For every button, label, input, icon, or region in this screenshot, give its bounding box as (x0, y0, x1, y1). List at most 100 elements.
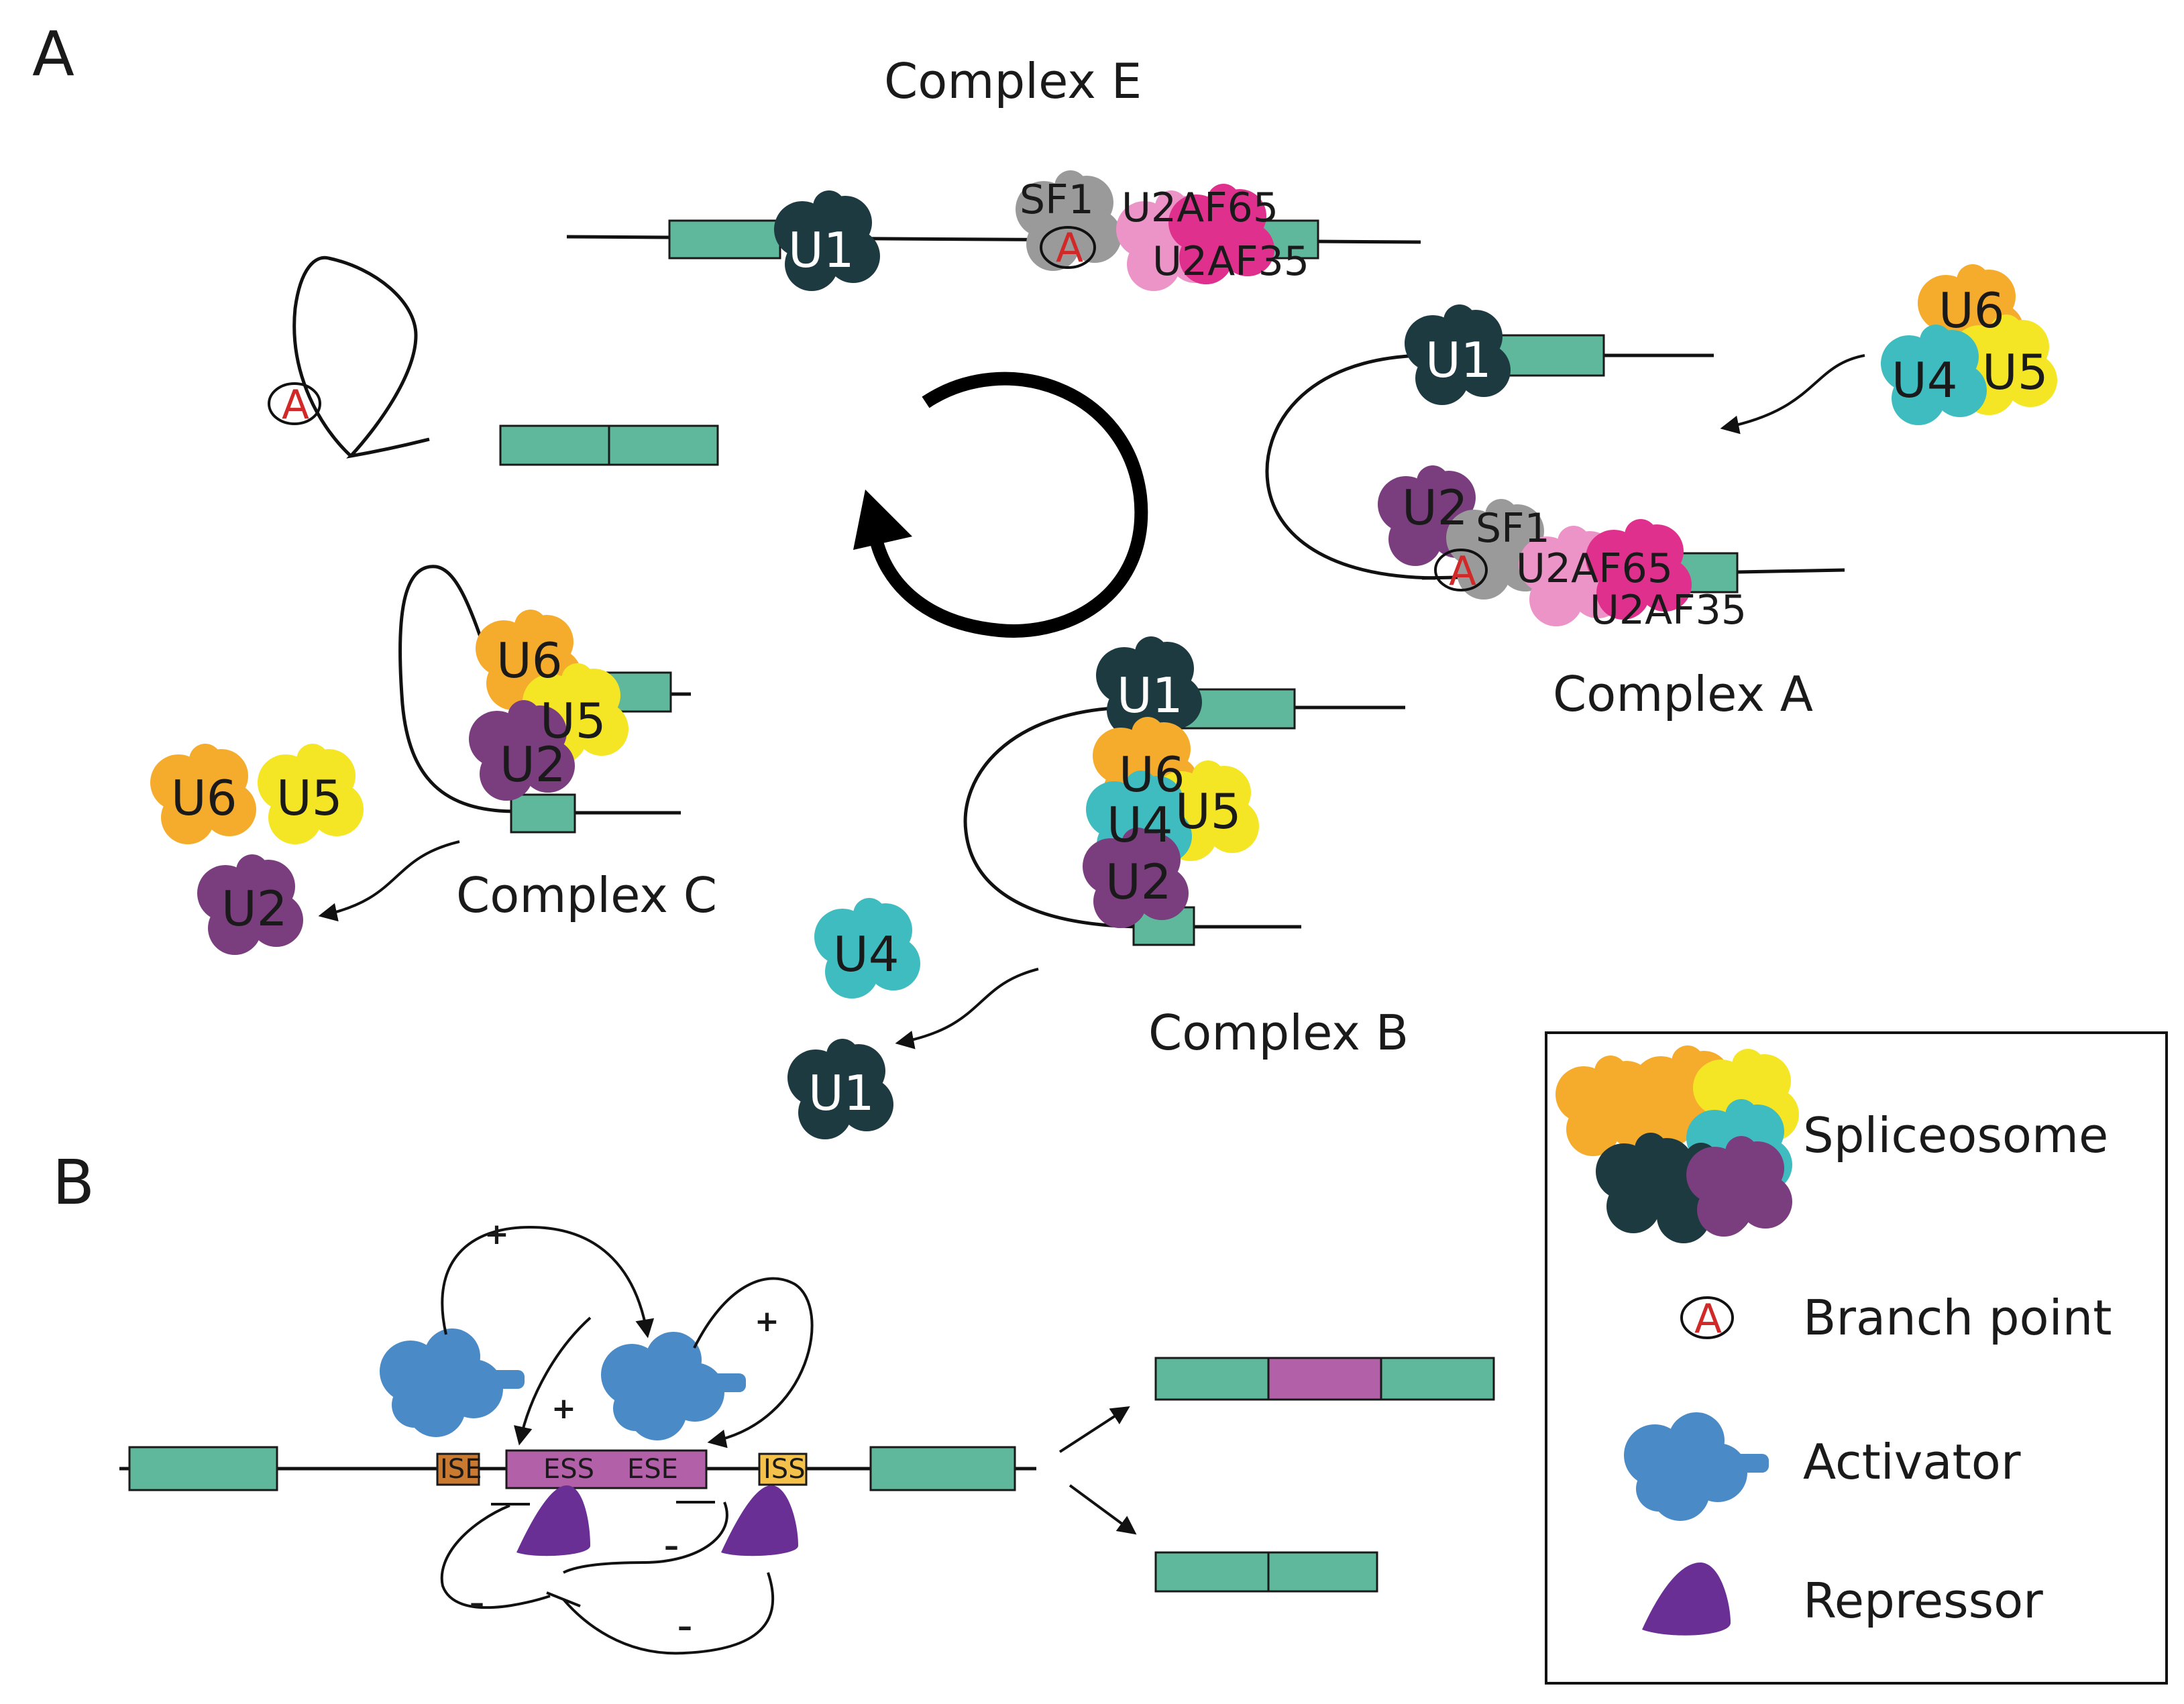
u2-a-label: U2 (1402, 479, 1468, 536)
legend-branch-label: Branch point (1803, 1290, 2112, 1346)
sf1-a-label: SF1 (1476, 505, 1550, 552)
legend-spliceosome-label: Spliceosome (1803, 1107, 2108, 1163)
lariat-intron (292, 255, 430, 459)
released-u4-u1: U4 U1 (787, 898, 1039, 1139)
cycle-arrowhead (853, 490, 912, 550)
release-arrow-c (318, 840, 460, 922)
complex-e-label: Complex E (884, 53, 1142, 109)
minus-sign-2: – (664, 1529, 679, 1563)
lariat-product: A (268, 255, 719, 466)
activation-arrow-3 (693, 1277, 814, 1449)
complex-b: U1 U6 U4 U5 U2 Complex B (963, 636, 1409, 1061)
ess-label: ESS (543, 1454, 594, 1485)
complex-e: Complex E U1 A SF1 U2AF65 U2AF35 (566, 53, 1421, 291)
released-u6-u5-u2: U6 U5 U2 (150, 744, 460, 955)
u1-a-label: U1 (1425, 332, 1492, 388)
branch-a-a: A (1449, 548, 1476, 595)
tri-arrow (1720, 354, 1865, 435)
legend-repressor-icon (1642, 1563, 1731, 1636)
spliced-exon-1 (499, 424, 610, 466)
cycle-arc (869, 372, 1148, 638)
branch-a-ring (1434, 549, 1488, 591)
u4-tri-label: U4 (1892, 352, 1958, 408)
u6-free-label: U6 (171, 770, 237, 826)
u5-c-label: U5 (540, 693, 606, 749)
inclusion-exon-1 (1154, 1357, 1270, 1401)
activation-arrow-2 (514, 1316, 592, 1446)
panel-label-a: A (32, 18, 74, 90)
cycle-arrow (853, 372, 1148, 638)
branch-lariat-a: A (282, 382, 309, 429)
legend-branch-a: A (1694, 1296, 1722, 1343)
plus-sign-2: + (551, 1391, 576, 1426)
complex-a-label: Complex A (1553, 666, 1813, 722)
legend-branch-ring (1680, 1296, 1734, 1339)
outcome-arrow-skipping (1069, 1484, 1137, 1535)
complex-c: U6 U5 U2 Complex C (398, 565, 717, 923)
minus-sign-1: – (470, 1586, 484, 1620)
skipping-exon-2 (1267, 1551, 1378, 1593)
u4-b-label: U4 (1107, 797, 1173, 853)
exon-reg-left (128, 1446, 278, 1491)
plus-sign-3: + (755, 1304, 779, 1339)
u1-b-label: U1 (1117, 667, 1183, 724)
inhibition-3 (562, 1572, 775, 1655)
exon-e-left (668, 219, 781, 260)
branch-lariat-ring (268, 382, 321, 425)
u6-b-label: U6 (1119, 746, 1185, 803)
u2-c-label: U2 (500, 736, 566, 793)
panel-label-b: B (52, 1147, 95, 1218)
ese-label: ESE (627, 1454, 678, 1485)
plus-sign-1: + (484, 1217, 509, 1251)
activation-arrow-1 (441, 1225, 655, 1339)
u6-tri-label: U6 (1939, 282, 2005, 339)
u1-e-label: U1 (788, 222, 855, 278)
u2af65-a-label: U2AF65 (1516, 545, 1673, 592)
u2-free-label: U2 (221, 881, 288, 937)
branch-e-ring (1040, 226, 1096, 269)
complex-b-label: Complex B (1148, 1005, 1409, 1061)
u1-free-label: U1 (808, 1065, 875, 1121)
regulation-diagram: ISE ESS ESE ISS + + + – – – (119, 1217, 1495, 1655)
activator-1-shape (380, 1328, 525, 1437)
u2af35-a-label: U2AF35 (1590, 587, 1747, 634)
repressor-1-shape (516, 1485, 590, 1556)
legend: Spliceosome A Branch point Activator Rep… (1545, 1031, 2168, 1685)
u2-b-label: U2 (1105, 854, 1172, 910)
complex-c-label: Complex C (456, 867, 717, 923)
u2af65-e-label: U2AF65 (1122, 184, 1278, 231)
u5-free-label: U5 (276, 770, 343, 826)
sf1-e-label: SF1 (1020, 176, 1094, 223)
exon-a-top (1492, 334, 1605, 377)
complex-a: U1 A U2 SF1 U2AF65 U2AF35 Complex A (1265, 304, 1845, 722)
ise-box (436, 1453, 480, 1486)
pre-mrna-a-loop (1265, 353, 1436, 580)
repressor-2-shape (721, 1485, 798, 1556)
inhibition-2 (563, 1501, 728, 1574)
release-arrow-b (895, 968, 1039, 1049)
iss-label: ISS (763, 1454, 806, 1485)
u4-free-label: U4 (833, 926, 899, 982)
activator-2-shape (601, 1332, 746, 1440)
pre-mrna-c-loop (398, 565, 517, 813)
tri-snrnp: U6 U4 U5 (1720, 264, 2057, 435)
u5-tri-label: U5 (1982, 344, 2049, 400)
u5-b-label: U5 (1175, 783, 1242, 840)
legend-repressor-label: Repressor (1803, 1573, 2043, 1629)
spliced-exon-2 (608, 424, 719, 466)
u6-c-label: U6 (496, 632, 563, 689)
exon-reg-right (869, 1446, 1016, 1491)
skipping-exon-1 (1154, 1551, 1270, 1593)
u2af35-e-label: U2AF35 (1152, 238, 1309, 285)
branch-e-a: A (1056, 225, 1083, 272)
inclusion-alt-exon (1267, 1357, 1382, 1401)
inhibition-1 (440, 1504, 551, 1609)
ise-label: ISE (440, 1454, 482, 1485)
inhibition-3-bar (546, 1591, 581, 1607)
minus-sign-3: – (677, 1609, 692, 1644)
pre-mrna-b-loop (963, 705, 1141, 929)
alt-exon-reg (505, 1449, 708, 1489)
iss-box (758, 1453, 808, 1486)
legend-activator-label: Activator (1803, 1434, 2021, 1490)
